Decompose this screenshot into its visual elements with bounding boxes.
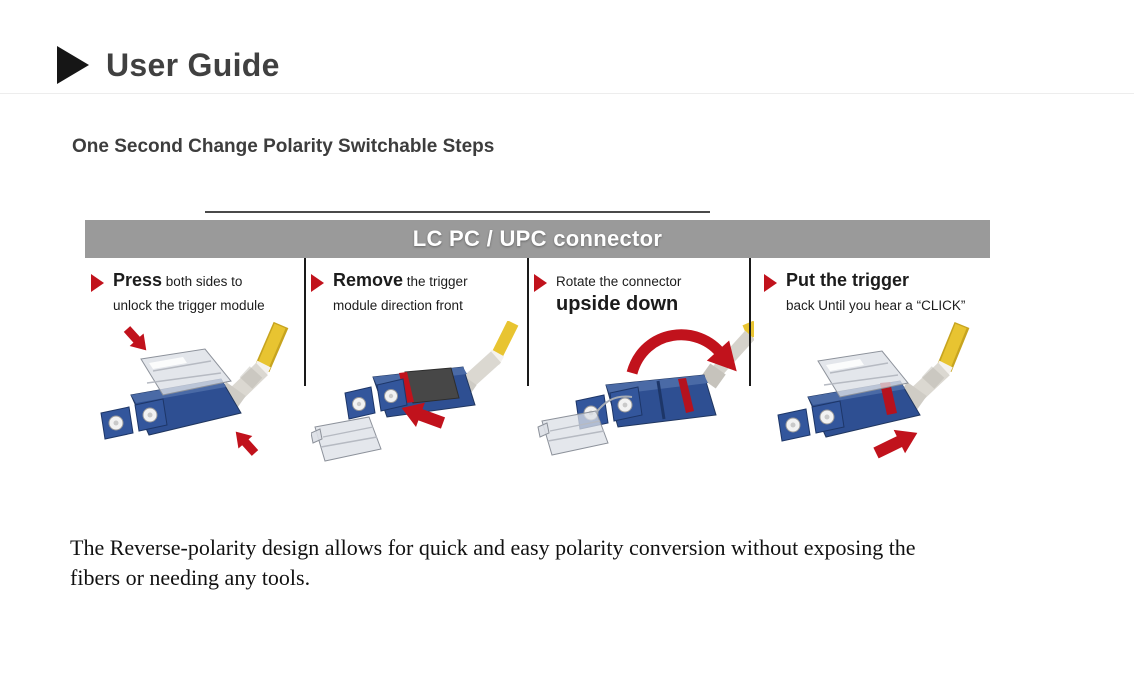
step-bullet-icon [534,274,547,292]
header-divider [0,93,1134,94]
header: User Guide [57,46,280,84]
step-2-keyword: Remove [333,270,404,290]
step-1-line1: both sides to [162,274,243,289]
instruction-diagram: LC PC / UPC connector Press both sides t… [85,211,990,473]
click-arrow-icon [873,429,918,459]
connector-illustration-rotate [537,321,754,456]
press-arrow-top-icon [123,326,147,351]
connector-illustration-press [100,321,289,456]
step-3-text: Rotate the connector upside down [556,269,681,317]
step-1-text: Press both sides to unlock the trigger m… [113,269,265,317]
steps-row: Press both sides to unlock the trigger m… [85,258,990,473]
step-column-press: Press both sides to unlock the trigger m… [85,258,305,473]
page-title: User Guide [106,46,280,83]
subtitle: One Second Change Polarity Switchable St… [72,136,495,157]
step-bullet-icon [311,274,324,292]
remove-arrow-icon [401,402,446,429]
rotate-arrow-icon [626,329,737,375]
connector-illustration-remove [311,321,519,462]
description-text: The Reverse-polarity design allows for q… [70,535,916,590]
column-divider [527,258,529,386]
column-divider [749,258,751,386]
connector-type-banner: LC PC / UPC connector [85,220,990,258]
step-3-line1: Rotate the connector [556,274,682,289]
step-bullet-icon [91,274,104,292]
step-column-put: Put the trigger back Until you hear a “C… [750,258,990,473]
press-arrow-bottom-icon [235,431,259,456]
step-3-heading: Rotate the connector upside down [534,269,750,317]
step-bullet-icon [764,274,777,292]
step-column-remove: Remove the trigger module direction fron… [305,258,528,473]
step-2-line1: the trigger [403,274,468,289]
step-1-keyword: Press [113,270,163,290]
step-1-heading: Press both sides to unlock the trigger m… [91,269,305,317]
step-4-keyword: Put the trigger [786,270,910,290]
banner-label: LC PC / UPC connector [412,226,663,251]
column-divider [304,258,306,386]
step-4-text: Put the trigger back Until you hear a “C… [786,269,965,317]
title-marker-icon [57,46,89,84]
step-4-heading: Put the trigger back Until you hear a “C… [756,269,990,317]
step-3-keyword2: upside down [556,293,679,315]
connector-illustration-put [777,321,970,459]
step-1-line2: unlock the trigger module [113,298,265,313]
step-2-text: Remove the trigger module direction fron… [333,269,468,317]
step-2-line2: module direction front [333,298,463,313]
step-4-line2: back Until you hear a “CLICK” [786,298,966,313]
step-2-heading: Remove the trigger module direction fron… [311,269,528,317]
step-column-rotate: Rotate the connector upside down [528,258,754,473]
diagram-top-line [205,211,710,213]
